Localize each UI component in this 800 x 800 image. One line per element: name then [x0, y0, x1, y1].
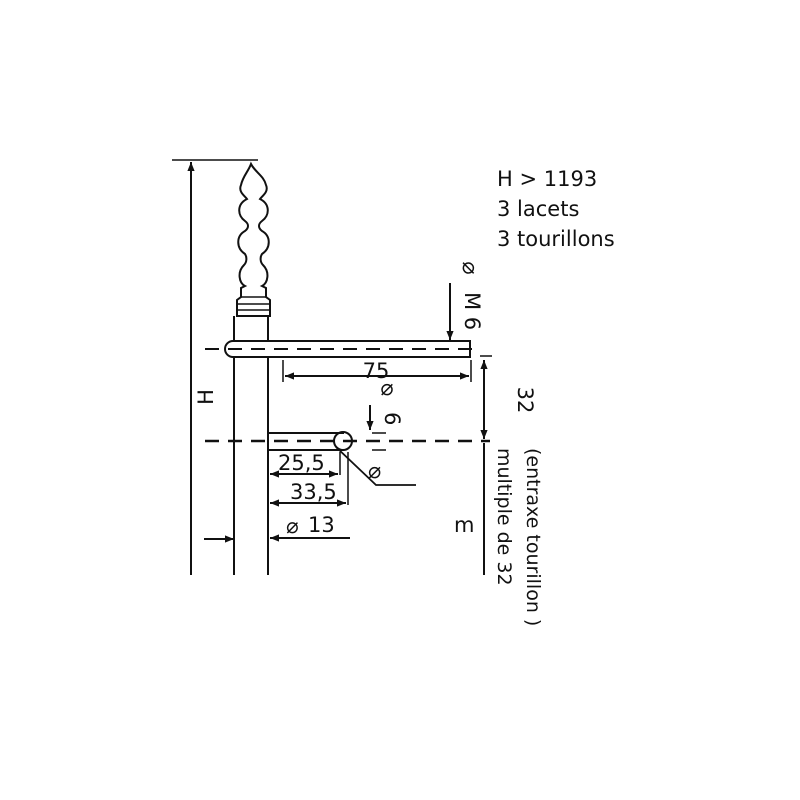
pin-6-label: 6 [380, 412, 404, 425]
entraxe-caption: (entraxe tourillon ) [522, 448, 544, 626]
diameter-screw-icon: ⌀ [457, 261, 482, 274]
finial [236, 161, 271, 317]
note-lacets: 3 lacets [497, 197, 580, 221]
height-label: H [194, 389, 218, 405]
note-tourillons: 3 tourillons [497, 227, 615, 251]
dim-33-5-label: 33,5 [290, 480, 337, 504]
length-75-label: 75 [363, 359, 390, 383]
spacing-32-label: 32 [513, 387, 537, 414]
diameter-13-icon: ⌀ [286, 514, 299, 538]
margin-label: m [454, 513, 474, 537]
diameter-pin-icon: ⌀ [380, 376, 393, 401]
dim-25-5-label: 25,5 [278, 451, 325, 475]
notes-block: H > 1193 3 lacets 3 tourillons [497, 164, 615, 254]
multiple-caption: multiple de 32 [493, 448, 515, 586]
screw-label: M 6 [460, 292, 484, 330]
note-height: H > 1193 [497, 167, 598, 191]
diameter-hole-icon: ⌀ [368, 459, 381, 484]
dim-13-label: 13 [308, 513, 335, 537]
